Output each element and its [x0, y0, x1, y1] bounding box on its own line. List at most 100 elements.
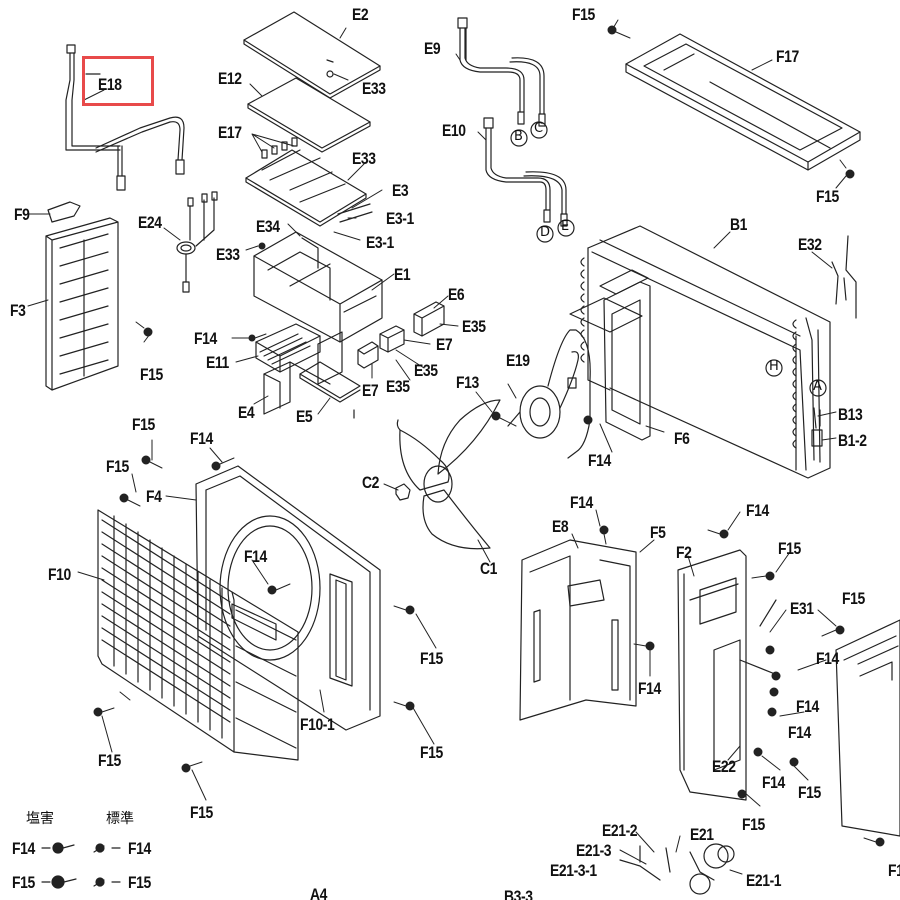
- b13-part: [813, 407, 821, 429]
- part-label: E35: [462, 317, 486, 336]
- part-label: E5: [296, 407, 313, 426]
- part-label: F14: [816, 649, 839, 668]
- part-label: E10: [442, 121, 466, 140]
- part-label: F15: [742, 815, 765, 834]
- c1-fan-blade: [396, 399, 501, 550]
- legend-label: F14: [12, 839, 35, 858]
- part-label: E6: [448, 285, 465, 304]
- part-label: F14: [788, 723, 811, 742]
- screw-icon: [753, 747, 763, 757]
- legend-icons: [41, 842, 121, 889]
- part-label: F14: [638, 679, 661, 698]
- part-label: E21-3: [576, 841, 612, 860]
- part-label: F17: [776, 47, 799, 66]
- part-label: F15: [798, 783, 821, 802]
- part-label: F14: [570, 493, 593, 512]
- part-label: F15: [420, 743, 443, 762]
- f5-right-panel: [519, 539, 637, 721]
- part-label: F10-1: [300, 715, 335, 734]
- screw-icon: [258, 242, 266, 250]
- part-label: E11: [206, 353, 229, 372]
- part-label: F14: [190, 429, 213, 448]
- screw-icon: [181, 761, 203, 773]
- circle-label-c: C: [534, 121, 544, 136]
- part-label: E33: [362, 79, 386, 98]
- part-label: F14: [796, 697, 819, 716]
- part-label: E4: [238, 403, 255, 422]
- screw-icon: [767, 707, 777, 717]
- part-label: E1: [394, 265, 411, 284]
- e19-fan-motor: [507, 329, 591, 459]
- screw-icon: [93, 707, 115, 717]
- screw-icon: [583, 415, 593, 425]
- f6-motor-support: [569, 269, 651, 441]
- circle-label-d: D: [540, 225, 551, 240]
- screw-icon: [771, 671, 781, 681]
- e9-pipe: [457, 17, 546, 127]
- part-label: F14: [194, 329, 217, 348]
- part-label: F14: [762, 773, 785, 792]
- screw-icon: [267, 583, 291, 595]
- part-label: E21-3-1: [550, 861, 597, 880]
- part-label: F15: [420, 649, 443, 668]
- screw-icon: [599, 525, 609, 545]
- e5-mounting-plate: [299, 331, 361, 419]
- part-label: E31: [790, 599, 814, 618]
- part-label: F15: [778, 539, 801, 558]
- part-label: F15: [572, 5, 595, 24]
- part-label: E3-1: [366, 233, 394, 252]
- part-label: A4: [310, 885, 328, 900]
- reference-circles: [510, 121, 827, 397]
- screw-icon: [393, 605, 415, 615]
- part-label: E22: [712, 757, 736, 776]
- e32-sensor: [831, 235, 857, 319]
- e24-reactor-wire: [176, 191, 218, 293]
- circle-label-e: E: [561, 219, 570, 234]
- part-label: E21-1: [746, 871, 782, 890]
- part-label: C1: [480, 559, 498, 578]
- part-label: F3: [10, 301, 26, 320]
- e18-wire-harness: [65, 44, 185, 191]
- e10-pipe: [483, 117, 568, 227]
- part-label: E2: [352, 5, 369, 24]
- legend-label: F15: [128, 873, 151, 892]
- part-label: F13: [456, 373, 479, 392]
- part-label: F4: [146, 487, 162, 506]
- e21-valves: [619, 843, 735, 895]
- e2-top-cover: [243, 11, 381, 99]
- screw-icon: [737, 789, 747, 799]
- part-label: E8: [552, 517, 569, 536]
- part-label: F2: [676, 543, 692, 562]
- legend-salt-damage-header: 塩害: [26, 811, 54, 827]
- screw-icon: [491, 411, 517, 427]
- part-label: F15: [816, 187, 839, 206]
- e11-heat-sink: [255, 323, 321, 373]
- part-label: F10: [48, 565, 71, 584]
- screw-icon: [135, 321, 153, 337]
- screw-icon: [707, 529, 729, 539]
- part-label: F15: [106, 457, 129, 476]
- part-label: E21-2: [602, 821, 638, 840]
- part-label: E12: [218, 69, 242, 88]
- part-label: E34: [256, 217, 280, 236]
- part-label: E33: [216, 245, 240, 264]
- part-label: F14: [588, 451, 611, 470]
- circle-label-b: B: [514, 129, 523, 144]
- screws: [93, 25, 885, 847]
- screw-icon: [211, 457, 235, 471]
- legend-label: F15: [12, 873, 35, 892]
- part-label: F14: [746, 501, 769, 520]
- part-label: E35: [386, 377, 410, 396]
- part-label: E3-1: [386, 209, 414, 228]
- screw-icon: [769, 687, 779, 697]
- circle-label-h: H: [769, 359, 779, 374]
- c2-nut: [395, 483, 411, 501]
- b1-condenser-coil: [580, 225, 831, 479]
- part-label: B13: [838, 405, 863, 424]
- part-label: E17: [218, 123, 242, 142]
- f17-top-guard: [625, 33, 861, 171]
- part-label: F5: [650, 523, 666, 542]
- screw-icon: [839, 159, 855, 179]
- part-label: E35: [414, 361, 438, 380]
- part-label: E32: [798, 235, 822, 254]
